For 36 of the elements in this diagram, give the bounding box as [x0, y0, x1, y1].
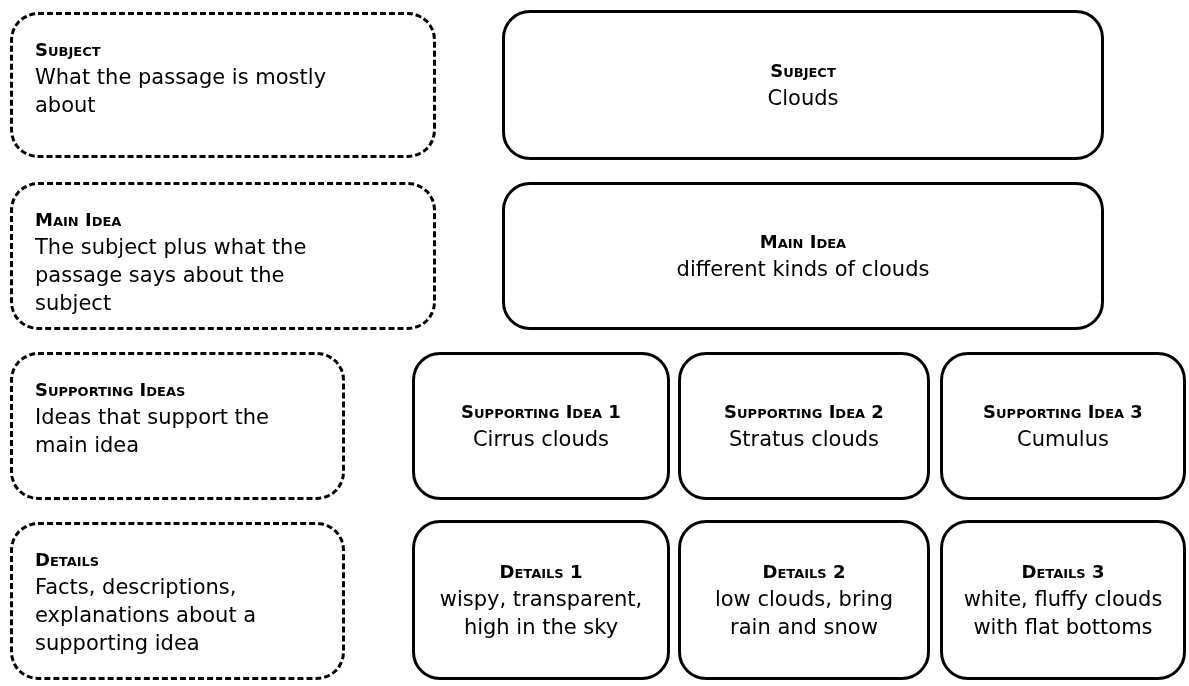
box-heading: Main Idea [35, 208, 122, 232]
box-text: The subject plus what the passage says about the subject [35, 234, 308, 317]
box-heading: Supporting Idea 1 [461, 400, 621, 424]
box-heading: Supporting Ideas [35, 378, 186, 402]
box-heading: Supporting Idea 2 [724, 400, 884, 424]
box-heading: Details 1 [499, 560, 583, 584]
box-heading: Main Idea [759, 230, 847, 254]
box-text: Clouds [767, 85, 839, 112]
content-box [678, 520, 930, 680]
box-text: Stratus clouds [728, 426, 879, 453]
definition-box [10, 12, 436, 158]
definition-box [10, 522, 345, 680]
box-text: white, fluffy clouds with flat bottoms [962, 586, 1164, 641]
content-box [940, 520, 1186, 680]
box-text: wispy, transparent, high in the sky [438, 586, 644, 641]
box-text: Ideas that support the main idea [35, 404, 270, 459]
box-heading: Supporting Idea 3 [983, 400, 1143, 424]
box-text: different kinds of clouds [676, 256, 930, 283]
content-box [502, 182, 1104, 330]
content-box [502, 10, 1104, 160]
definition-box [10, 352, 345, 500]
content-box [940, 352, 1186, 500]
content-box [678, 352, 930, 500]
box-text: Facts, descriptions, explanations about a supporting idea [35, 574, 258, 657]
box-text: low clouds, bring rain and snow [713, 586, 895, 641]
box-text: Cirrus clouds [472, 426, 610, 453]
box-heading: Details 3 [1021, 560, 1105, 584]
content-box [412, 352, 670, 500]
box-heading: Details 2 [762, 560, 846, 584]
box-text: Cumulus [1017, 426, 1109, 453]
box-heading: Subject [770, 59, 836, 83]
content-box [412, 520, 670, 680]
definition-box [10, 182, 436, 330]
box-heading: Subject [35, 38, 101, 62]
box-text: What the passage is mostly about [35, 64, 328, 119]
box-heading: Details [35, 548, 100, 572]
